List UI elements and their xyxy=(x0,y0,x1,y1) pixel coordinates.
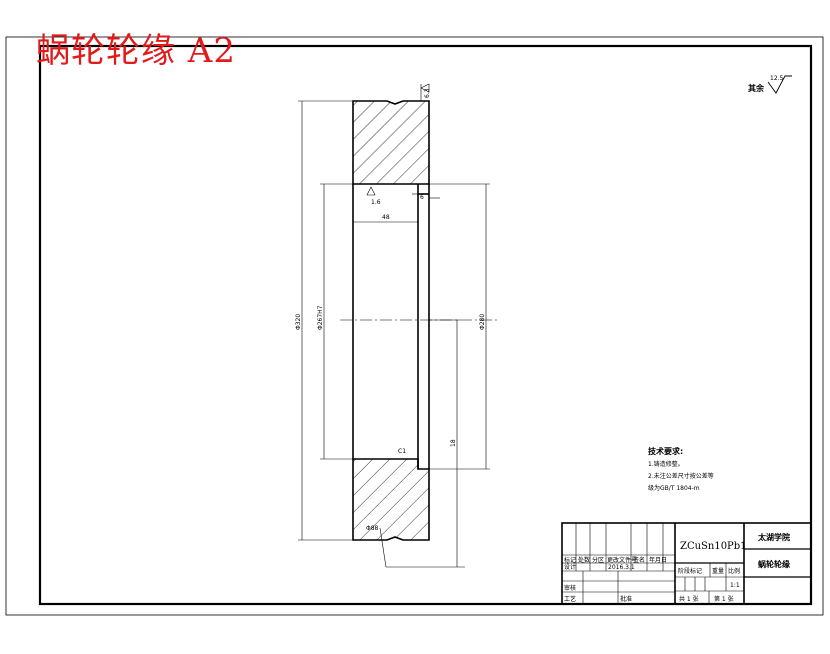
dim-outer-diameter: Φ320 xyxy=(295,314,302,330)
tech-requirements: 技术要求: 1.铸造修整。 2.未注公差尺寸按公差等 级为GB/T 1804-m xyxy=(648,446,714,492)
roughness-top: 6.3 xyxy=(424,88,431,98)
tb-label: 更改文件号 xyxy=(607,556,637,564)
dim-flange: 6 xyxy=(420,194,424,201)
tb-label: 阶段标记 xyxy=(678,567,702,575)
roughness-symbol-icon xyxy=(767,75,792,94)
surface-finish-note: 其余 12.5 xyxy=(748,75,792,94)
tb-label: 重量 xyxy=(712,567,724,575)
tb-label: 标记 xyxy=(564,556,576,564)
tech-req-line: 2.未注公差尺寸按公差等 xyxy=(648,472,714,480)
tb-date: 2016.3.1 xyxy=(608,564,635,571)
tb-label: 设计 xyxy=(564,563,576,571)
tech-req-heading: 技术要求: xyxy=(648,446,683,456)
dim-step-diameter: Φ280 xyxy=(479,314,486,330)
drawing-title: 蜗轮轮缘 A2 xyxy=(36,31,236,71)
tb-sheets-total: 共 1 张 xyxy=(679,595,699,603)
tb-label: 比例 xyxy=(728,567,740,575)
upper-section xyxy=(352,100,430,185)
surface-finish-value: 12.5 xyxy=(770,75,784,82)
tb-label: 批准 xyxy=(620,595,632,603)
dim-inner-diameter: Φ267H7 xyxy=(317,305,324,330)
tech-req-line: 级为GB/T 1804-m xyxy=(648,484,700,492)
tech-req-line: 1.铸造修整。 xyxy=(648,460,684,468)
tb-sheet-no: 第 1 张 xyxy=(714,595,734,603)
dim-width: 48 xyxy=(382,214,390,221)
tb-label: 工艺 xyxy=(564,595,576,603)
title-block xyxy=(561,522,812,605)
school-name: 太湖学院 xyxy=(757,532,790,542)
roughness-bottom: Φ88 xyxy=(366,525,379,532)
drawing-frame xyxy=(38,44,813,606)
dim-chamfer: C1 xyxy=(398,448,406,455)
dimension-lines xyxy=(298,84,490,568)
lower-section xyxy=(352,458,430,541)
roughness-bore: 1.6 xyxy=(371,199,381,206)
roughness-triangle-icon xyxy=(366,186,376,196)
tb-label: 审核 xyxy=(564,584,576,592)
outer-border xyxy=(5,36,824,616)
tb-scale: 1:1 xyxy=(730,582,740,589)
tb-label: 分区 xyxy=(592,556,604,564)
part-name: 蜗轮轮缘 xyxy=(758,559,790,569)
surface-finish-label: 其余 xyxy=(748,83,765,93)
material-label: ZCuSn10Pb1 xyxy=(680,541,747,552)
roughness-triangle-icon xyxy=(420,83,430,93)
tb-label: 签名 xyxy=(633,556,645,564)
tb-label: 处数 xyxy=(578,556,590,564)
bore-outline xyxy=(352,184,430,469)
tb-label: 年月日 xyxy=(649,556,667,564)
dim-bore-height: 18 xyxy=(450,439,457,447)
